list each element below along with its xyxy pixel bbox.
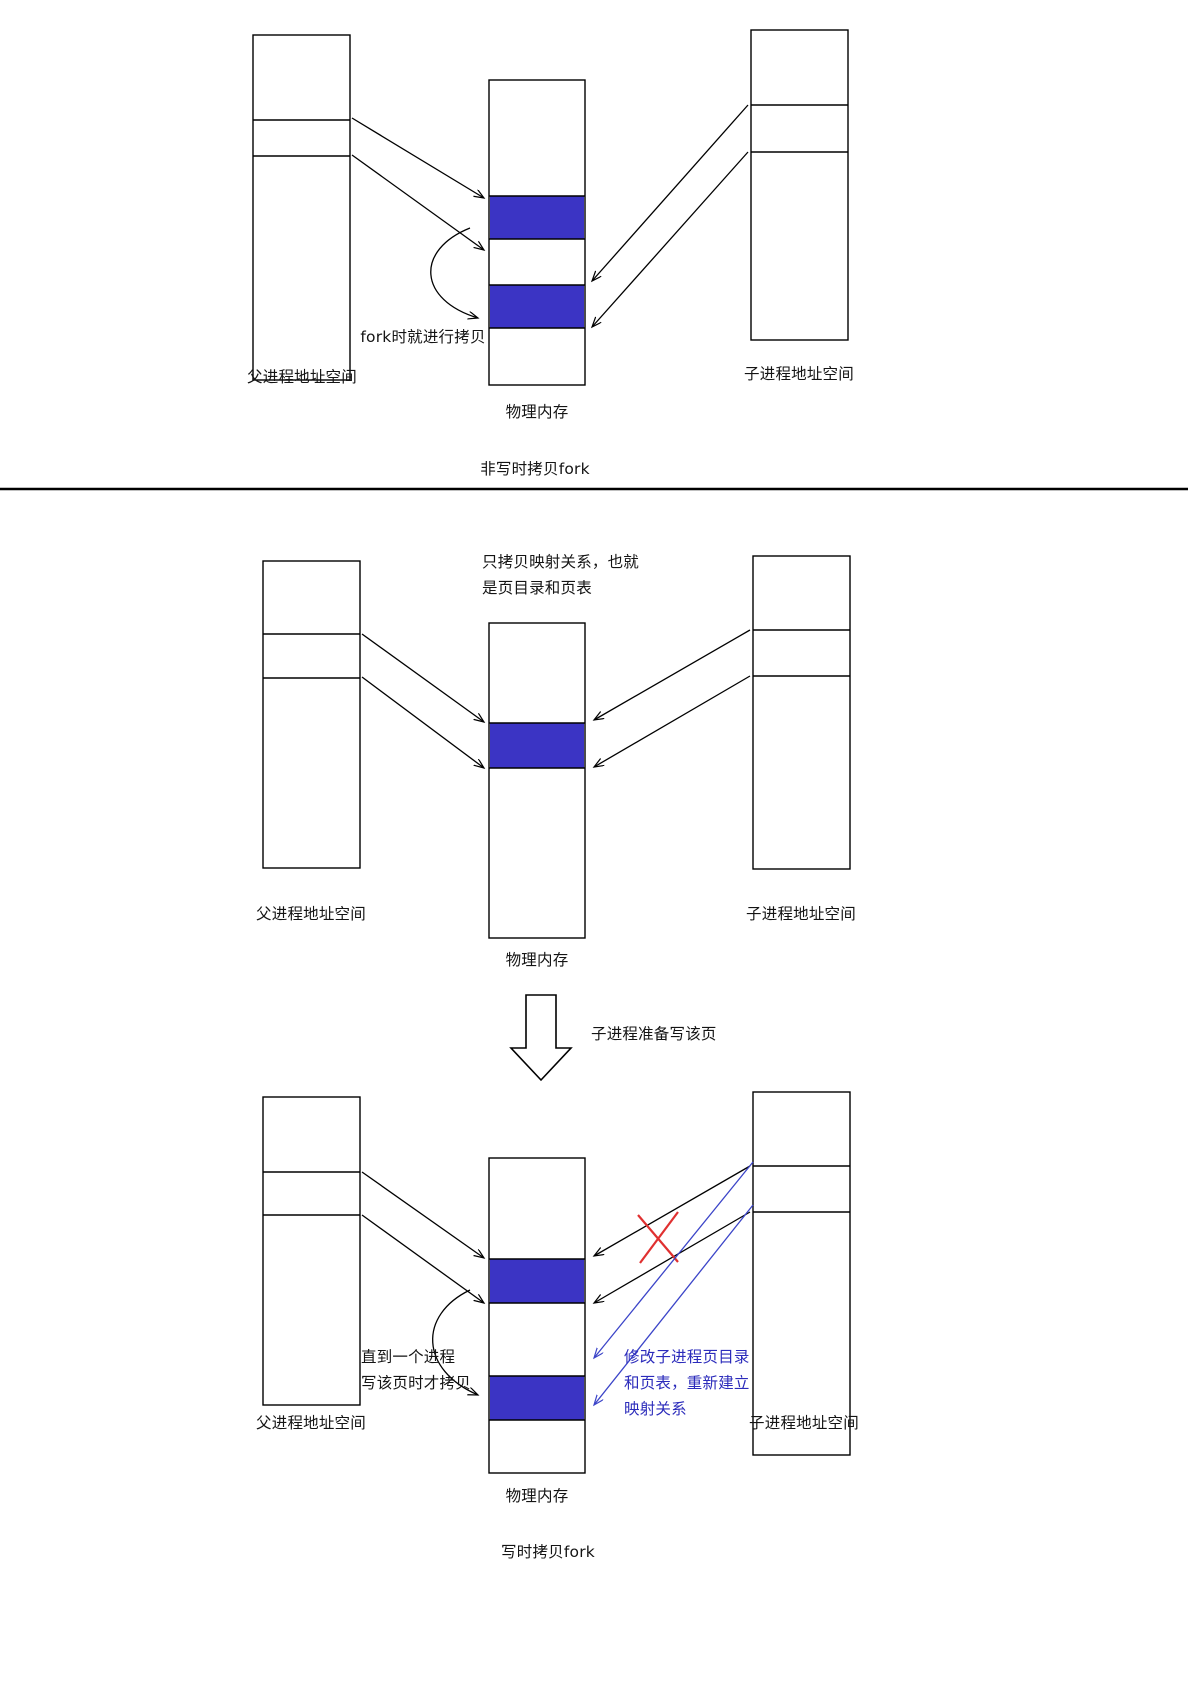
section1-parent-box [252, 34, 351, 381]
section2-parent-mapping-arrows [361, 633, 484, 768]
section1-parent-label: 父进程地址空间 [247, 368, 357, 386]
section2-memory-box [488, 622, 586, 939]
section3-child-label: 子进程地址空间 [749, 1414, 859, 1432]
transition-note: 子进程准备写该页 [591, 1025, 717, 1043]
section2-map-note-line2: 是页目录和页表 [482, 579, 592, 597]
section3-parent-label: 父进程地址空间 [256, 1414, 366, 1432]
section1-memory-label: 物理内存 [505, 403, 569, 421]
section3-child-box [752, 1091, 851, 1456]
section3-memory-label: 物理内存 [505, 1487, 569, 1505]
section1-parent-mapping-arrows [351, 117, 484, 250]
red-cross-icon [637, 1211, 679, 1264]
section3-memory-box [488, 1157, 586, 1474]
section2-parent-box [262, 560, 361, 869]
section3-new-child-mapping-arrows [594, 1161, 754, 1405]
section3-remap-note-line1: 修改子进程页目录 [624, 1348, 750, 1366]
section1-child-label: 子进程地址空间 [744, 365, 854, 383]
section2-caption: 写时拷贝fork [501, 1543, 595, 1561]
section3-parent-box [262, 1096, 361, 1406]
section2-memory-label: 物理内存 [505, 951, 569, 969]
transition-block-arrow [509, 994, 573, 1082]
section2-map-note-line1: 只拷贝映射关系，也就 [482, 553, 640, 571]
section2-parent-label: 父进程地址空间 [256, 905, 366, 923]
section1-memory-box [488, 79, 586, 386]
section3-remap-note-line3: 映射关系 [624, 1400, 687, 1418]
section3-copy-note-line2: 写该页时才拷贝 [361, 1374, 471, 1392]
section3-remap-note-line2: 和页表，重新建立 [624, 1374, 750, 1392]
section3-copy-note-line1: 直到一个进程 [361, 1348, 456, 1366]
section1-copy-curve-arrow [430, 227, 478, 318]
section3-parent-mapping-arrows [361, 1171, 484, 1303]
section1-copy-note: fork时就进行拷贝 [360, 328, 486, 346]
section1-child-mapping-arrows [592, 104, 749, 327]
section1-child-box [750, 29, 849, 341]
section2-child-label: 子进程地址空间 [746, 905, 856, 923]
section2-child-mapping-arrows [594, 629, 751, 767]
section2-child-box [752, 555, 851, 870]
section3-old-child-mapping-arrows [594, 1165, 751, 1303]
section1-caption: 非写时拷贝fork [480, 460, 590, 478]
section3-copy-curve-arrow [432, 1289, 478, 1395]
